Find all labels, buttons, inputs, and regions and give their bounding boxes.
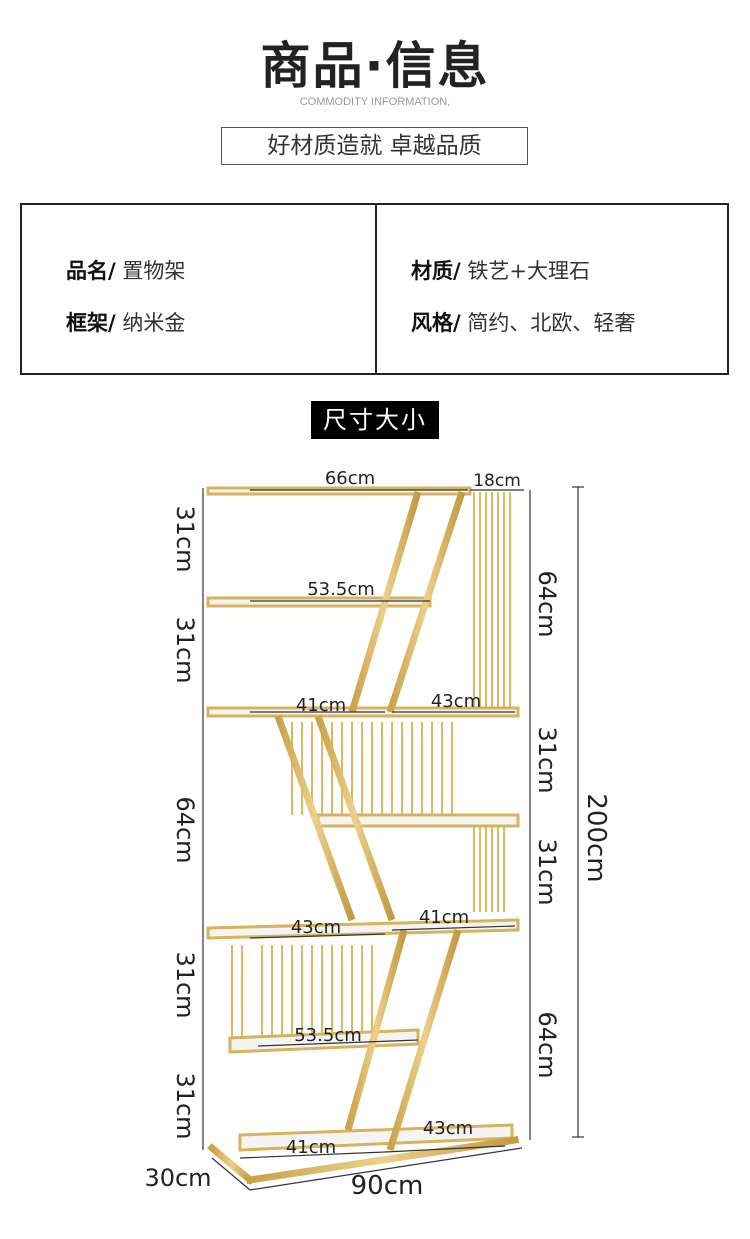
shelf-diagram: 66cm 18cm 53.5cm 41cm 43cm 43cm 41cm 53.…	[144, 468, 611, 1200]
info-name-label: 品名/	[66, 259, 116, 283]
dim-top-width: 66cm	[325, 468, 375, 489]
dim-left-h5: 31cm	[171, 1072, 199, 1139]
info-table: 品名/ 置物架 框架/ 纳米金 材质/ 铁艺+大理石 风格/ 简约、北欧、轻奢	[20, 203, 729, 375]
size-tag: 尺寸大小	[311, 401, 439, 439]
dim-side-width: 18cm	[473, 471, 521, 491]
info-divider	[375, 205, 377, 373]
page-title: 商品·信息	[260, 37, 490, 95]
info-frame-label: 框架/	[66, 311, 116, 335]
info-material: 材质/ 铁艺+大理石	[411, 255, 590, 285]
dim-left-h1: 31cm	[171, 505, 199, 572]
info-name-value: 置物架	[122, 259, 186, 283]
dim-left-h3: 64cm	[171, 796, 199, 863]
page-subtitle: COMMODITY INFORMATION,	[299, 96, 451, 108]
dim-shelf-53-top: 53.5cm	[307, 579, 375, 600]
dim-shelf-41-b: 41cm	[419, 907, 469, 928]
dim-shelf-43-a: 43cm	[431, 691, 481, 712]
info-frame-value: 纳米金	[122, 311, 186, 335]
info-style-value: 简约、北欧、轻奢	[467, 311, 636, 335]
dim-total-width: 90cm	[351, 1171, 424, 1200]
dimension-lines	[202, 486, 584, 1191]
dim-depth: 30cm	[144, 1164, 211, 1192]
info-material-value: 铁艺+大理石	[467, 259, 590, 283]
info-style: 风格/ 简约、北欧、轻奢	[411, 307, 635, 337]
info-style-label: 风格/	[411, 311, 461, 335]
info-material-label: 材质/	[411, 259, 461, 283]
slogan-box: 好材质造就 卓越品质	[221, 127, 528, 165]
dim-shelf-53-bottom: 53.5cm	[294, 1025, 362, 1046]
dim-left-h2: 31cm	[171, 616, 199, 683]
braces	[274, 490, 466, 1152]
frame	[204, 476, 528, 1185]
dim-total-height: 200cm	[581, 793, 611, 882]
info-frame: 框架/ 纳米金	[66, 307, 185, 337]
info-name: 品名/ 置物架	[66, 255, 185, 285]
dim-left-h4: 31cm	[171, 951, 199, 1018]
dim-shelf-43-b: 43cm	[291, 917, 341, 938]
dim-bottom-41: 41cm	[286, 1137, 336, 1158]
dim-shelf-41-a: 41cm	[296, 695, 346, 716]
dim-right-h4: 64cm	[533, 1011, 561, 1078]
dim-bottom-43: 43cm	[423, 1118, 473, 1139]
dim-right-h2: 31cm	[533, 726, 561, 793]
dim-right-h3: 31cm	[533, 838, 561, 905]
dim-right-h1: 64cm	[533, 570, 561, 637]
